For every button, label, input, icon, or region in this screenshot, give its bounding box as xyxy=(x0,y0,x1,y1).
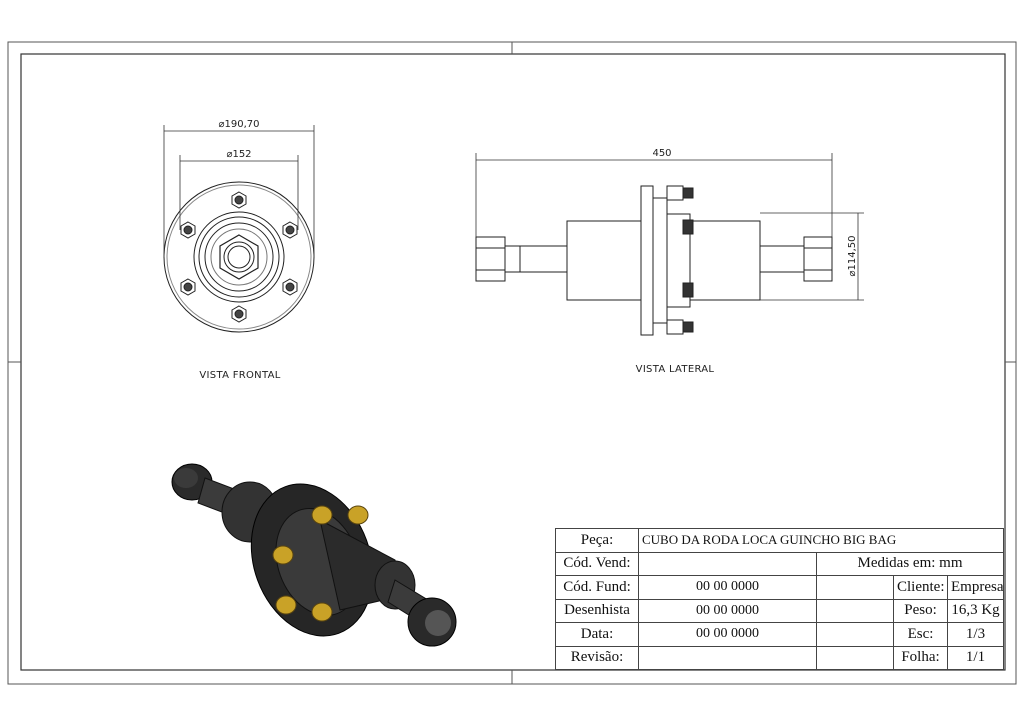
esc-label: Esc: xyxy=(893,622,948,647)
revisao-spacer xyxy=(816,645,894,670)
side-body-diameter-dim: ⌀114,50 xyxy=(847,235,858,276)
cliente-label: Cliente: xyxy=(893,575,948,600)
front-view xyxy=(163,125,315,333)
peca-label: Peça: xyxy=(555,528,639,553)
data-label: Data: xyxy=(555,622,639,647)
cod-vend-value xyxy=(638,551,817,576)
front-bolts xyxy=(180,191,298,323)
desenhista-spacer xyxy=(816,598,894,623)
esc-value: 1/3 xyxy=(947,622,1004,647)
peso-value: 16,3 Kg xyxy=(947,598,1004,623)
side-dim-lines xyxy=(475,153,864,301)
cod-fund-value: 00 00 0000 xyxy=(638,575,817,600)
side-length-dim: 450 xyxy=(652,148,671,159)
desenhista-label: Desenhista xyxy=(555,598,639,623)
cliente-value: Empresa xyxy=(947,575,1004,600)
data-spacer xyxy=(816,622,894,647)
isometric-view xyxy=(171,463,457,647)
front-outer-diameter-dim: ⌀190,70 xyxy=(218,119,259,130)
zone-ticks xyxy=(8,42,1016,684)
revisao-label: Revisão: xyxy=(555,645,639,670)
cod-fund-spacer xyxy=(816,575,894,600)
folha-label: Folha: xyxy=(893,645,948,670)
data-value: 00 00 0000 xyxy=(638,622,817,647)
isometric-bolts xyxy=(272,505,369,622)
folha-value: 1/1 xyxy=(947,645,1004,670)
medidas-text: Medidas em: mm xyxy=(816,551,1004,576)
cod-vend-label: Cód. Vend: xyxy=(555,551,639,576)
front-view-label: VISTA FRONTAL xyxy=(199,370,280,381)
side-view-label: VISTA LATERAL xyxy=(636,364,715,375)
front-dim-lines xyxy=(163,125,315,257)
peso-label: Peso: xyxy=(893,598,948,623)
title-block: Peça: CUBO DA RODA LOCA GUINCHO BIG BAG … xyxy=(555,528,1004,670)
side-view xyxy=(475,153,864,336)
revisao-value xyxy=(638,645,817,670)
cod-fund-label: Cód. Fund: xyxy=(555,575,639,600)
front-bolt-circle-dim: ⌀152 xyxy=(226,149,251,160)
peca-value: CUBO DA RODA LOCA GUINCHO BIG BAG xyxy=(638,528,1004,553)
desenhista-value: 00 00 0000 xyxy=(638,598,817,623)
